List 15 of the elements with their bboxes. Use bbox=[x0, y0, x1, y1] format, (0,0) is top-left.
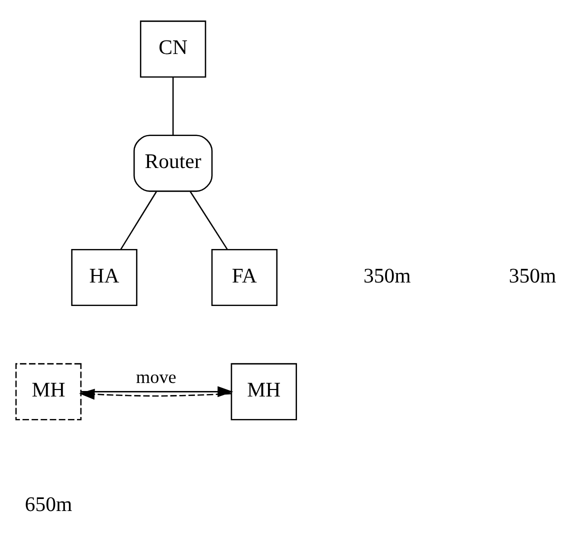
arrow bbox=[81, 386, 234, 397]
label: 350m bbox=[508, 264, 556, 287]
edge-label: move bbox=[136, 366, 176, 386]
connector bbox=[190, 190, 228, 250]
label: 350m bbox=[364, 264, 411, 287]
node-box: MH bbox=[15, 362, 82, 420]
label: 650m bbox=[24, 493, 72, 516]
node-box: MH bbox=[230, 362, 297, 420]
node-box: CN bbox=[140, 20, 206, 78]
connector bbox=[120, 190, 157, 250]
node-box: Router bbox=[133, 134, 213, 192]
node-box: FA bbox=[211, 248, 278, 306]
arrow bbox=[79, 388, 232, 400]
node-box: HA bbox=[71, 248, 138, 306]
connector bbox=[172, 76, 174, 135]
